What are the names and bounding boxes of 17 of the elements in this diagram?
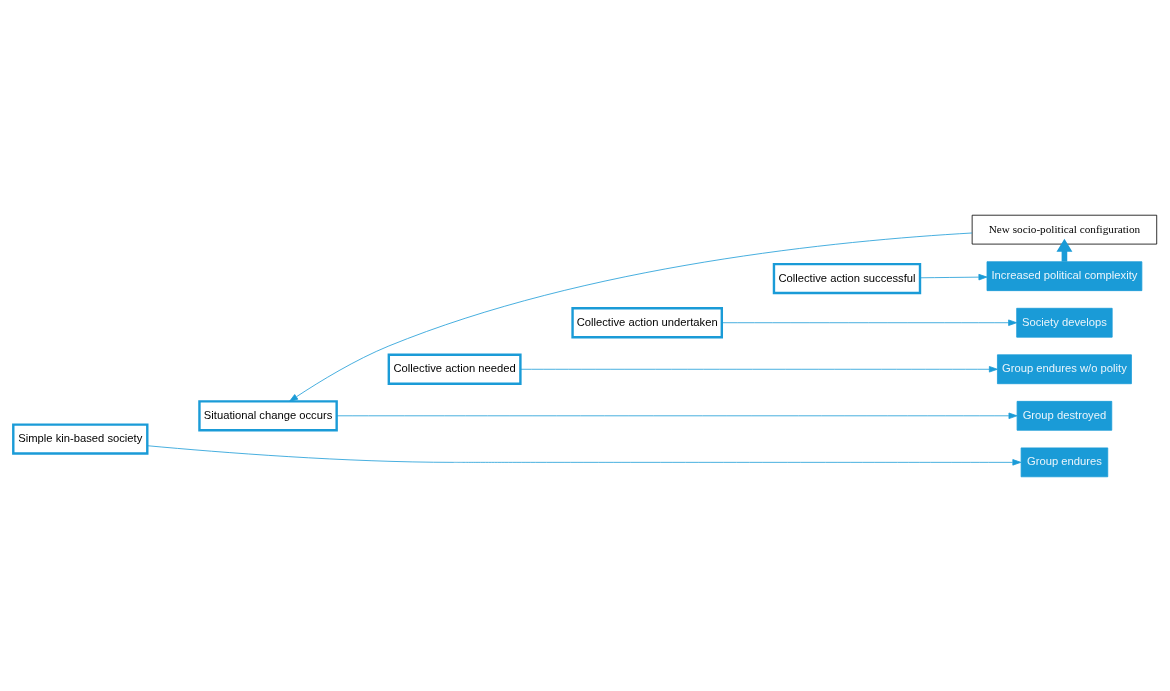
node-box: Simple kin-based society: [12, 422, 149, 455]
node-box: Group endures: [1020, 447, 1109, 477]
arrow: [289, 232, 973, 402]
node-box: New socio-political configuration: [971, 214, 1158, 244]
node-box: Group endures w/o polity: [997, 353, 1132, 384]
node-box: Group destroyed: [1016, 400, 1113, 431]
arrow: [336, 412, 1018, 419]
arrow: [919, 273, 988, 280]
node-box: Collective action undertaken: [571, 306, 723, 338]
node-box: Society develops: [1016, 307, 1113, 338]
node-box: Increased political complexity: [986, 260, 1143, 291]
arrow: [721, 319, 1018, 326]
node-box: Collective action successful: [772, 262, 922, 294]
arrow: [520, 365, 998, 372]
arrow: [146, 444, 1022, 466]
node-box: Situational change occurs: [198, 399, 338, 431]
node-box: Collective action needed: [387, 353, 522, 385]
